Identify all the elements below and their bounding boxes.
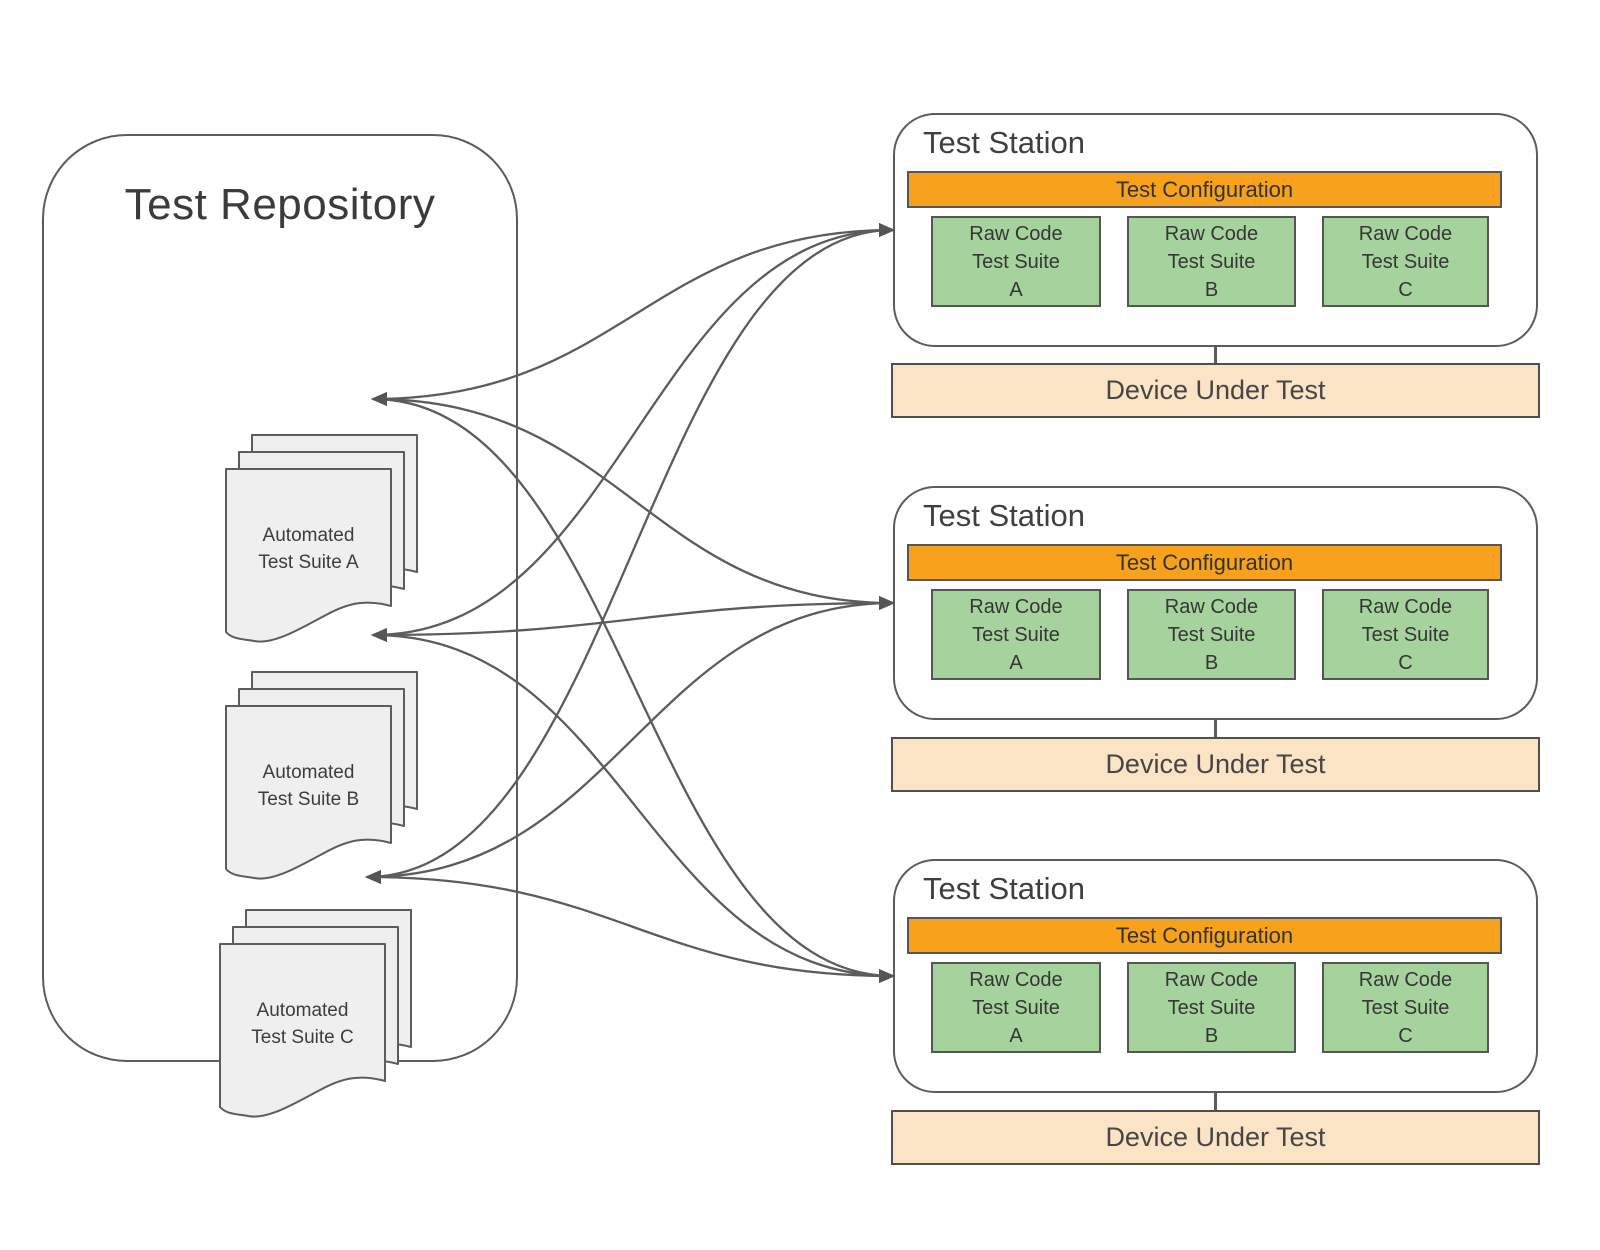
automated-test-suite-c-stack: Automated Test Suite C <box>219 909 412 1118</box>
station-1-device-connector <box>1214 345 1217 365</box>
raw-suite-line1: Raw Code <box>1164 595 1259 618</box>
station-1-raw-code-suite-c: Raw Code Test Suite C <box>1322 216 1489 307</box>
raw-suite-line2: Test Suite <box>1361 623 1450 646</box>
station-3-raw-code-suite-a: Raw Code Test Suite A <box>931 962 1101 1053</box>
raw-suite-line2: Test Suite <box>1361 996 1450 1019</box>
test-station-1: Test Station Test Configuration Raw Code… <box>893 113 1538 347</box>
station-2-raw-code-suite-c: Raw Code Test Suite C <box>1322 589 1489 680</box>
raw-suite-line1: Raw Code <box>1358 222 1453 245</box>
raw-suite-line2: Test Suite <box>972 623 1060 646</box>
automated-test-suite-b-stack: Automated Test Suite B <box>225 671 418 880</box>
station-2-raw-code-suite-b: Raw Code Test Suite B <box>1127 589 1296 680</box>
suite-b-label-line2: Test Suite B <box>257 789 360 810</box>
repository-title: Test Repository <box>124 180 436 229</box>
raw-suite-line3: A <box>1009 651 1023 674</box>
station-2-title: Test Station <box>923 498 1085 533</box>
station-2-device-under-test: Device Under Test <box>891 737 1540 792</box>
station-2-raw-code-suite-a: Raw Code Test Suite A <box>931 589 1101 680</box>
station-1-title: Test Station <box>923 125 1085 160</box>
raw-suite-line2: Test Suite <box>972 996 1060 1019</box>
suite-b-label-line1: Automated <box>262 762 355 783</box>
test-repository-container: Test Repository Automated Test Suite A A… <box>42 134 518 1118</box>
suite-c-label-line1: Automated <box>256 1000 349 1021</box>
suite-a-label: Automated Test Suite A <box>226 469 391 629</box>
raw-suite-line1: Raw Code <box>969 968 1063 991</box>
raw-suite-line2: Test Suite <box>1167 250 1256 273</box>
automated-test-suite-a-stack: Automated Test Suite A <box>225 434 418 643</box>
suite-b-label: Automated Test Suite B <box>226 706 391 866</box>
raw-suite-line2: Test Suite <box>1361 250 1450 273</box>
raw-suite-line3: B <box>1204 1024 1219 1047</box>
raw-suite-line1: Raw Code <box>1358 968 1453 991</box>
raw-suite-line3: B <box>1204 278 1219 301</box>
station-1-raw-code-suite-a: Raw Code Test Suite A <box>931 216 1101 307</box>
test-station-2: Test Station Test Configuration Raw Code… <box>893 486 1538 720</box>
raw-suite-line2: Test Suite <box>972 250 1060 273</box>
station-3-device-under-test: Device Under Test <box>891 1110 1540 1165</box>
raw-suite-line2: Test Suite <box>1167 996 1256 1019</box>
raw-suite-line3: C <box>1398 1024 1413 1047</box>
station-3-raw-code-suite-b: Raw Code Test Suite B <box>1127 962 1296 1053</box>
station-1-test-configuration: Test Configuration <box>907 171 1502 208</box>
station-3-raw-code-suite-c: Raw Code Test Suite C <box>1322 962 1489 1053</box>
station-2-test-configuration: Test Configuration <box>907 544 1502 581</box>
station-3-test-configuration: Test Configuration <box>907 917 1502 954</box>
station-1-device-under-test: Device Under Test <box>891 363 1540 418</box>
raw-suite-line1: Raw Code <box>1164 222 1259 245</box>
raw-suite-line2: Test Suite <box>1167 623 1256 646</box>
raw-suite-line1: Raw Code <box>969 595 1063 618</box>
document-stack-icon <box>219 909 412 1118</box>
station-3-device-connector <box>1214 1091 1217 1112</box>
raw-suite-line3: C <box>1398 278 1413 301</box>
raw-suite-line3: B <box>1204 651 1219 674</box>
station-3-title: Test Station <box>923 871 1085 906</box>
raw-suite-line1: Raw Code <box>1164 968 1259 991</box>
suite-a-label-line1: Automated <box>262 525 355 546</box>
suite-a-label-line2: Test Suite A <box>258 552 359 573</box>
raw-suite-line3: A <box>1009 1024 1023 1047</box>
raw-suite-line3: C <box>1398 651 1413 674</box>
suite-c-label-line2: Test Suite C <box>251 1027 354 1048</box>
station-2-device-connector <box>1214 718 1217 739</box>
raw-suite-line3: A <box>1009 278 1023 301</box>
suite-c-label: Automated Test Suite C <box>220 944 385 1104</box>
station-1-raw-code-suite-b: Raw Code Test Suite B <box>1127 216 1296 307</box>
raw-suite-line1: Raw Code <box>969 222 1063 245</box>
raw-suite-line1: Raw Code <box>1358 595 1453 618</box>
test-station-3: Test Station Test Configuration Raw Code… <box>893 859 1538 1093</box>
